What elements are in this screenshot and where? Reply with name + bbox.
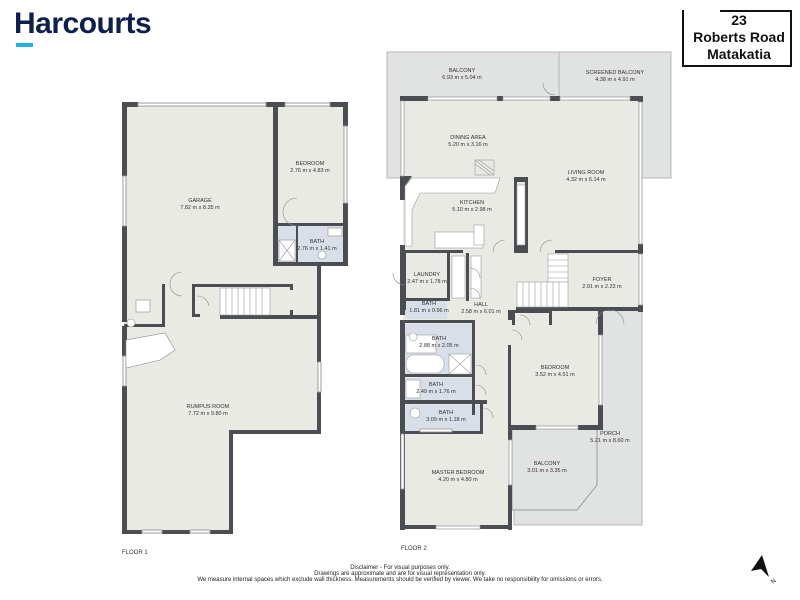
- room-dims-bath-4: 3.09 m x 1.18 m: [426, 417, 466, 423]
- room-name-dining: DINING AREA: [450, 135, 486, 141]
- room-dims-garage: 7.82 m x 8.35 m: [180, 205, 220, 211]
- room-dims-bath-f1: 2.76 m x 1.41 m: [297, 246, 337, 252]
- room-dims-kitchen: 5.10 m x 2.98 m: [452, 207, 492, 213]
- room-dims-balcony: 6.93 m x 5.04 m: [442, 75, 482, 81]
- room-name-foyer: FOYER: [593, 277, 612, 283]
- room-name-master-bedroom: MASTER BEDROOM: [432, 470, 485, 476]
- room-dims-bath-1: 1.81 m x 0.96 m: [409, 308, 449, 314]
- room-name-bath-2: BATH: [432, 336, 446, 342]
- room-dims-laundry: 2.47 m x 1.78 m: [407, 279, 447, 285]
- disclaimer-line-3: We measure internal spaces which exclude…: [197, 577, 603, 583]
- room-name-hall: HALL: [474, 302, 488, 308]
- room-dims-rumpus: 7.72 m x 9.80 m: [188, 411, 228, 417]
- compass-label: N: [770, 578, 777, 585]
- floor-2-walls: [400, 96, 643, 530]
- logo-accent-bar: [16, 43, 33, 47]
- room-name-balcony: BALCONY: [449, 68, 476, 74]
- address-box: 23 Roberts Road Matakatia: [682, 10, 792, 67]
- room-name-balcony-2: BALCONY: [534, 461, 561, 467]
- room-dims-screened-balcony: 4.38 m x 4.91 m: [595, 77, 635, 83]
- floor-1-walls: [122, 102, 348, 534]
- room-name-kitchen: KITCHEN: [460, 200, 484, 206]
- room-dims-bath-2: 2.88 m x 2.05 m: [419, 343, 459, 349]
- room-dims-bedroom-f2: 3.52 m x 4.51 m: [535, 372, 575, 378]
- room-name-bath-1: BATH: [422, 301, 436, 307]
- floor-2-label: FLOOR 2: [401, 546, 427, 552]
- brand-name: Harcourts: [14, 7, 152, 40]
- room-dims-bedroom-f1: 2.76 m x 4.83 m: [290, 168, 330, 174]
- room-name-bedroom-f1: BEDROOM: [296, 161, 325, 167]
- floor-2-plan: BALCONY 6.93 m x 5.04 m SCREENED BALCONY…: [386, 51, 672, 530]
- address-suburb: Matakatia: [707, 46, 771, 62]
- compass: N: [748, 553, 782, 592]
- disclaimer-line-2: Drawings are approximate and are for vis…: [314, 571, 486, 577]
- north-arrow-icon: N: [751, 555, 778, 586]
- room-name-porch: PORCH: [600, 431, 620, 437]
- room-name-living: LIVING ROOM: [568, 170, 605, 176]
- room-dims-dining: 5.20 m x 3.16 m: [448, 142, 488, 148]
- room-name-bath-3: BATH: [429, 382, 443, 388]
- address-number: 23: [731, 12, 747, 28]
- room-name-laundry: LAUNDRY: [414, 272, 441, 278]
- disclaimer-line-1: Disclaimer - For visual purposes only.: [350, 565, 450, 571]
- address-street: Roberts Road: [693, 29, 785, 45]
- room-name-screened-balcony: SCREENED BALCONY: [586, 70, 645, 76]
- room-name-rumpus: RUMPUS ROOM: [187, 404, 230, 410]
- floor-1-label: FLOOR 1: [122, 550, 148, 556]
- room-name-bath-f1: BATH: [310, 239, 324, 245]
- room-dims-bath-3: 2.49 m x 1.76 m: [416, 389, 456, 395]
- room-name-bath-4: BATH: [439, 410, 453, 416]
- room-dims-living: 4.32 m x 6.14 m: [566, 177, 606, 183]
- room-dims-balcony-2: 3.01 m x 3.35 m: [527, 468, 567, 474]
- room-name-garage: GARAGE: [188, 198, 212, 204]
- room-dims-hall: 2.58 m x 6.01 m: [461, 309, 501, 315]
- floor-1-plan: GARAGE 7.82 m x 8.35 m BEDROOM 2.76 m x …: [122, 102, 348, 534]
- room-dims-master-bedroom: 4.20 m x 4.80 m: [438, 477, 478, 483]
- room-dims-foyer: 2.91 m x 2.23 m: [582, 284, 622, 290]
- room-name-bedroom-f2: BEDROOM: [541, 365, 570, 371]
- room-dims-porch: 5.21 m x 8.60 m: [590, 438, 630, 444]
